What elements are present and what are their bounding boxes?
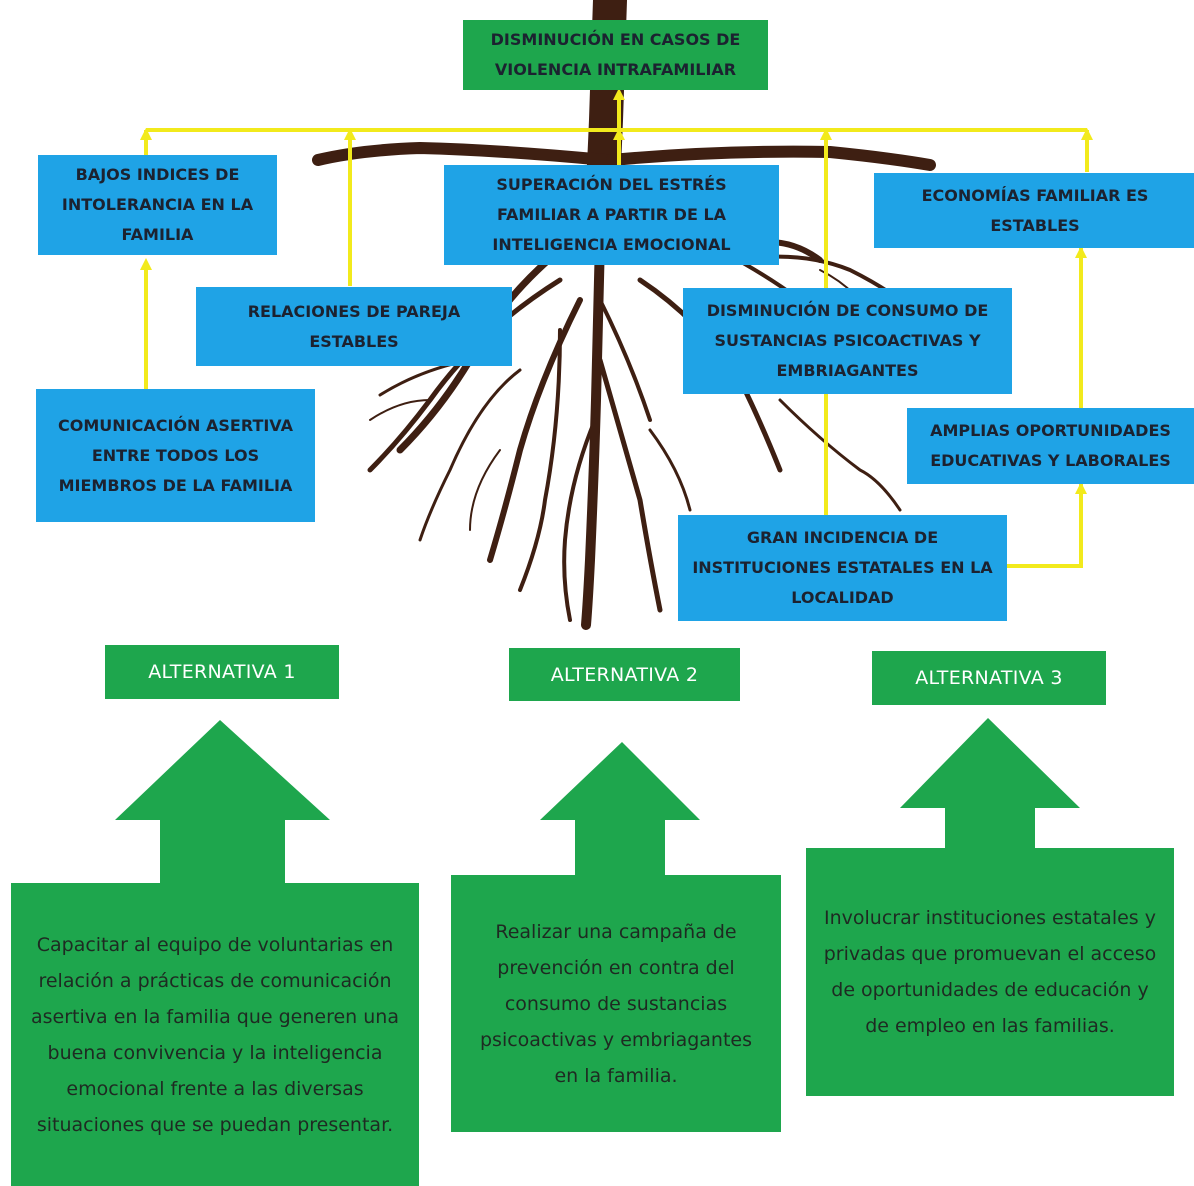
cause-economias: ECONOMÍAS FAMILIAR ES ESTABLES <box>874 173 1194 248</box>
cause-text: BAJOS INDICES DE INTOLERANCIA EN LA FAMI… <box>61 165 254 244</box>
cause-bajos-indices: BAJOS INDICES DE INTOLERANCIA EN LA FAMI… <box>38 155 277 255</box>
cause-text: AMPLIAS OPORTUNIDADES EDUCATIVAS Y LABOR… <box>930 421 1171 470</box>
cause-comunicacion: COMUNICACIÓN ASERTIVA ENTRE TODOS LOS MI… <box>36 389 315 522</box>
cause-text: ECONOMÍAS FAMILIAR ES ESTABLES <box>921 185 1149 235</box>
cause-text: DISMINUCIÓN DE CONSUMO DE SUSTANCIAS PSI… <box>706 301 989 380</box>
cause-text: COMUNICACIÓN ASERTIVA ENTRE TODOS LOS MI… <box>58 415 293 495</box>
alternative-2-description: Realizar una campaña de prevención en co… <box>451 875 781 1132</box>
alternative-1-description: Capacitar al equipo de voluntarias en re… <box>11 883 419 1186</box>
alternative-3-description: Involucrar instituciones estatales y pri… <box>806 848 1174 1096</box>
effect-text: DISMINUCIÓN EN CASOS DE VIOLENCIA INTRAF… <box>490 30 741 79</box>
effect-box: DISMINUCIÓN EN CASOS DE VIOLENCIA INTRAF… <box>463 20 768 90</box>
alternative-1-label: ALTERNATIVA 1 <box>105 645 339 699</box>
cause-superacion-estres: SUPERACIÓN DEL ESTRÉS FAMILIAR A PARTIR … <box>444 165 779 265</box>
cause-text: GRAN INCIDENCIA DE INSTITUCIONES ESTATAL… <box>692 528 993 607</box>
alternative-2-label: ALTERNATIVA 2 <box>509 648 740 701</box>
cause-text: RELACIONES DE PAREJA ESTABLES <box>247 301 461 351</box>
cause-disminucion-consumo: DISMINUCIÓN DE CONSUMO DE SUSTANCIAS PSI… <box>683 288 1012 394</box>
cause-amplias-oportunidades: AMPLIAS OPORTUNIDADES EDUCATIVAS Y LABOR… <box>907 408 1194 484</box>
cause-relaciones-pareja: RELACIONES DE PAREJA ESTABLES <box>196 287 512 366</box>
cause-text: SUPERACIÓN DEL ESTRÉS FAMILIAR A PARTIR … <box>492 175 731 254</box>
alternative-3-label: ALTERNATIVA 3 <box>872 651 1106 705</box>
cause-gran-incidencia: GRAN INCIDENCIA DE INSTITUCIONES ESTATAL… <box>678 515 1007 621</box>
